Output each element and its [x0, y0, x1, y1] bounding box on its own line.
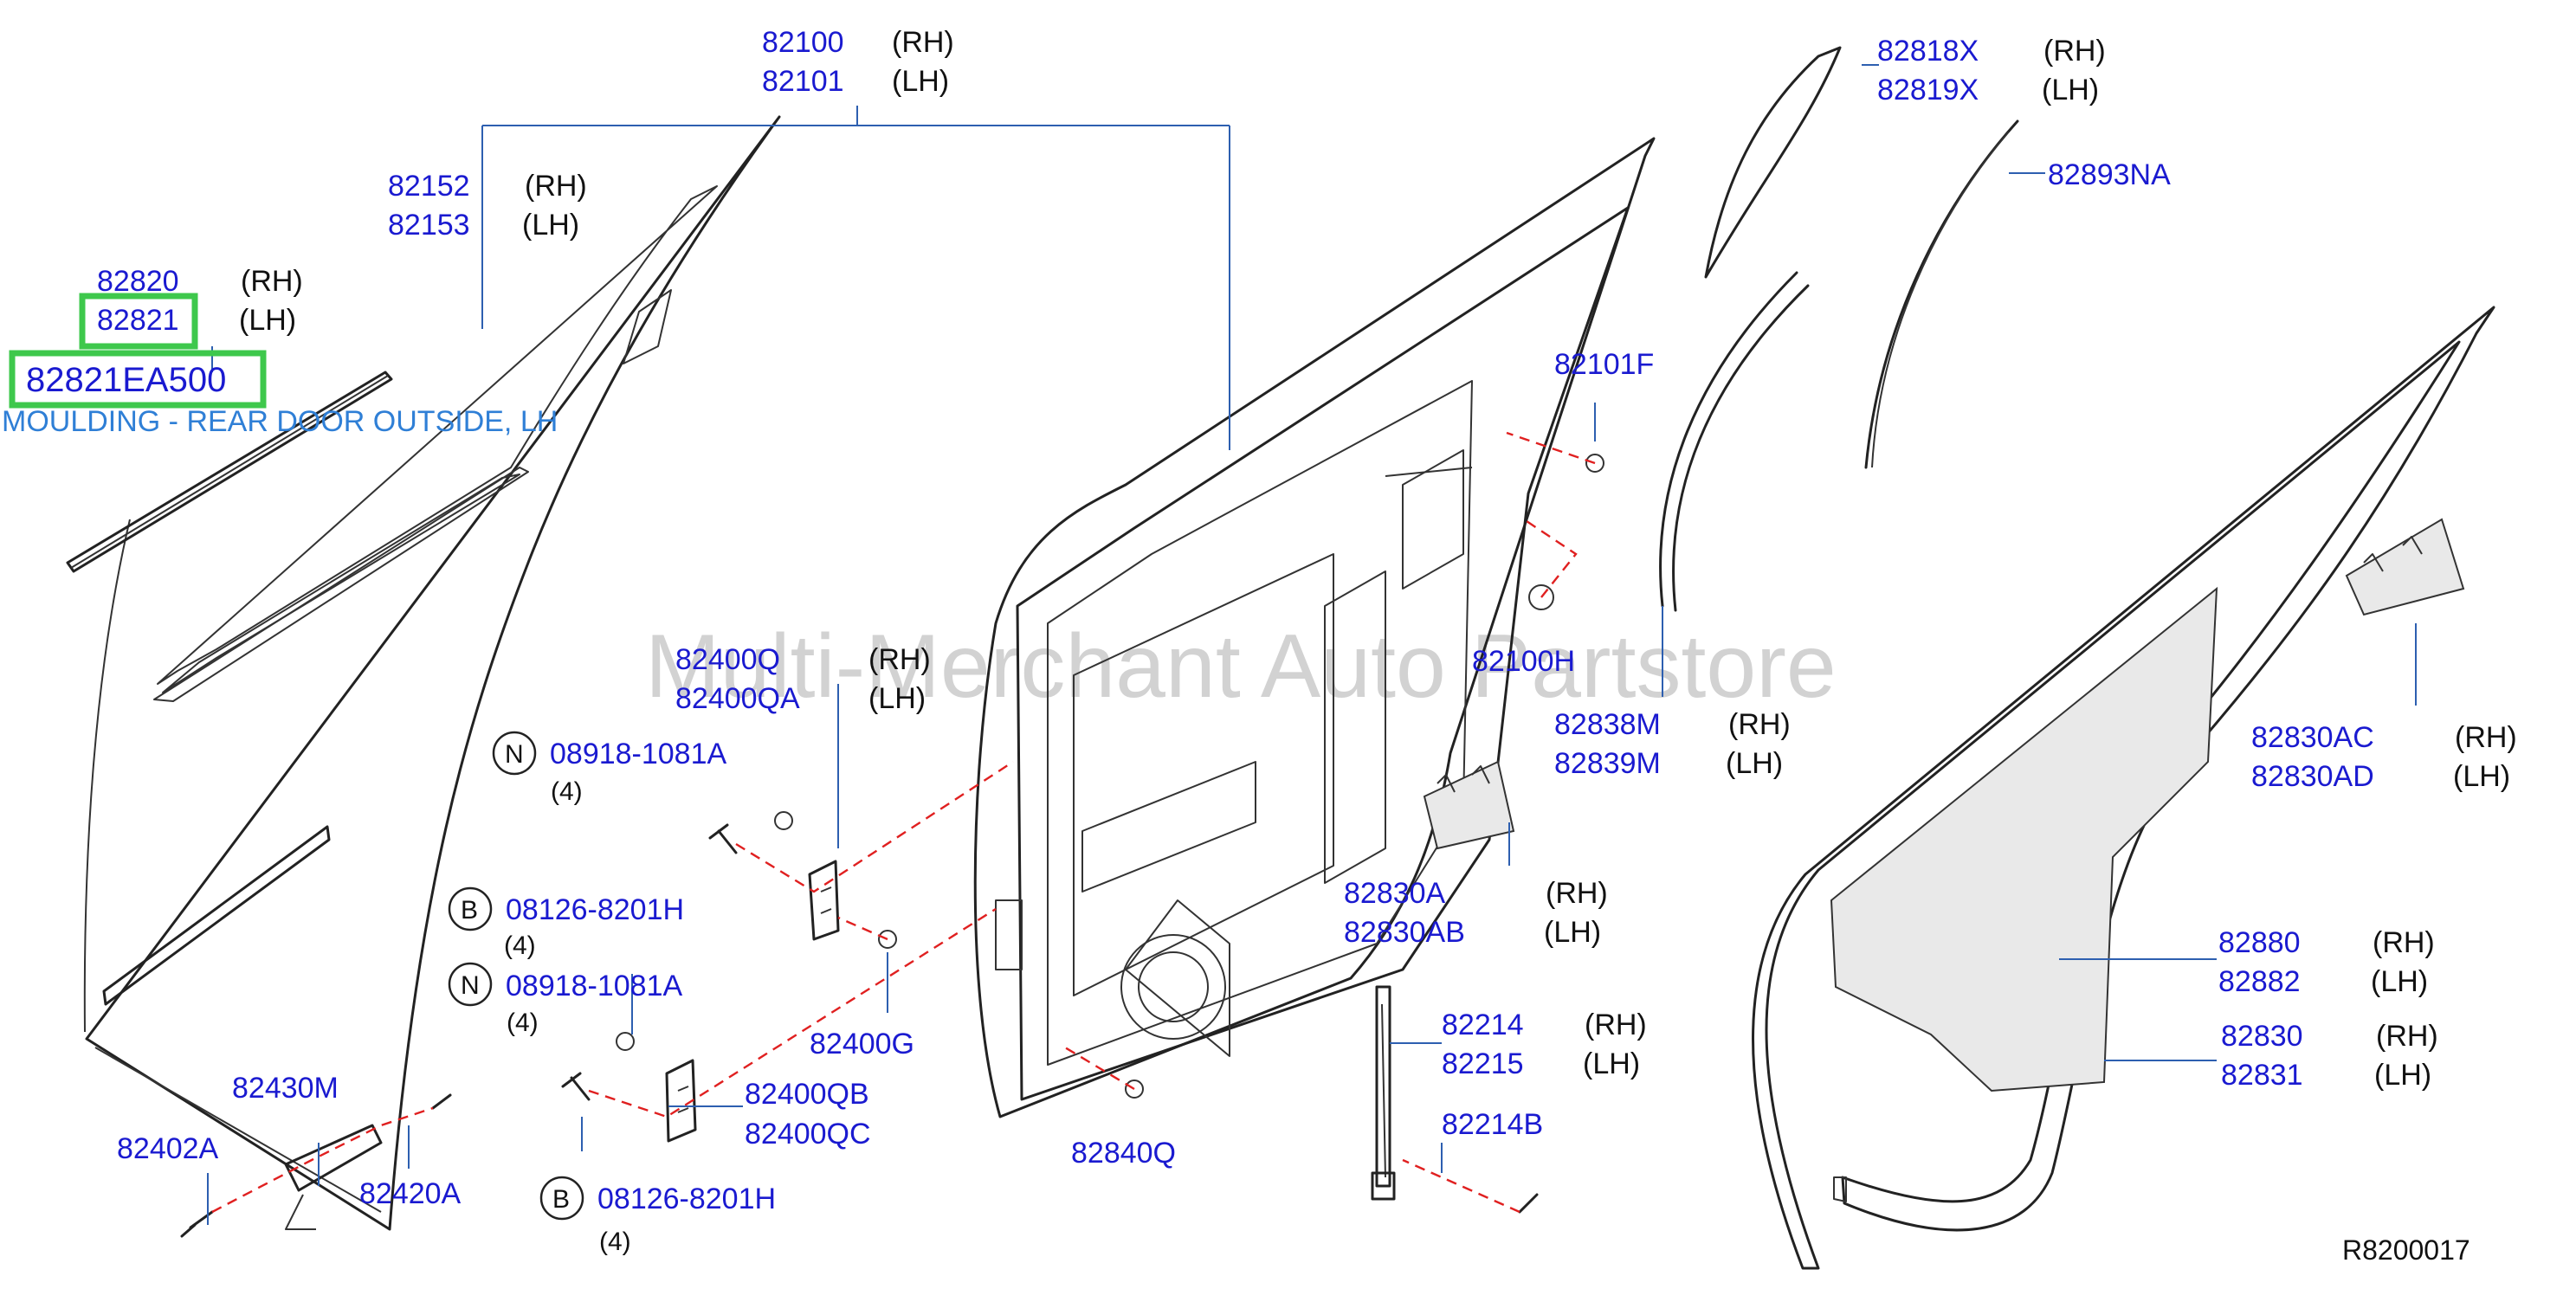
part-number-82214b[interactable]: 82214B [1442, 1108, 1543, 1141]
bracket-ac-drawing [2345, 518, 2465, 616]
badge-b-letter: B [461, 896, 478, 925]
side-lh: (LH) [1726, 747, 1783, 780]
part-number-82101[interactable]: 82101 [762, 65, 844, 98]
upper-hinge-drawing [808, 860, 840, 941]
corner-trim-drawing [1704, 46, 1842, 279]
lower-hinge-drawing [665, 1059, 697, 1143]
part-number-82831[interactable]: 82831 [2221, 1059, 2303, 1092]
side-rh: (RH) [2455, 721, 2517, 754]
part-number-82215[interactable]: 82215 [1442, 1047, 1524, 1080]
part-number-82830ac[interactable]: 82830AC [2251, 721, 2374, 754]
bolt-qty: (4) [507, 1009, 539, 1037]
side-rh: (RH) [1546, 877, 1608, 910]
inner-door-drawing [973, 137, 1656, 1118]
side-lh: (LH) [892, 65, 949, 98]
part-number-82840q[interactable]: 82840Q [1071, 1137, 1176, 1170]
side-rh: (RH) [2376, 1020, 2438, 1053]
part-number-82100[interactable]: 82100 [762, 26, 844, 59]
side-rh: (RH) [868, 643, 931, 676]
part-number-82819x[interactable]: 82819X [1877, 74, 1979, 106]
side-rh: (RH) [525, 170, 587, 203]
part-number-82821[interactable]: 82821 [97, 304, 179, 337]
bolt-08126-8201h[interactable]: 08126-8201H [597, 1183, 776, 1215]
part-number-82880[interactable]: 82880 [2218, 926, 2301, 959]
side-lh: (LH) [239, 304, 296, 337]
badge-b [539, 1176, 584, 1221]
outer-door-panel-drawing [83, 115, 781, 1231]
part-number-82839m[interactable]: 82839M [1554, 747, 1661, 780]
watermark: Multi-Merchant Auto Partstore [645, 616, 1837, 717]
bracket-a-drawing [1423, 760, 1515, 850]
bolt-08918-1081a[interactable]: 08918-1081A [506, 970, 683, 1002]
side-rh: (RH) [1728, 708, 1791, 741]
part-number-82153[interactable]: 82153 [388, 209, 470, 242]
side-lh: (LH) [868, 682, 926, 715]
part-number-82830ad[interactable]: 82830AD [2251, 760, 2374, 793]
part-number-82152[interactable]: 82152 [388, 170, 470, 203]
leader-lines [207, 64, 2417, 1225]
part-number-82882[interactable]: 82882 [2218, 965, 2301, 998]
part-number-82830ab[interactable]: 82830AB [1344, 916, 1465, 949]
badge-b [448, 886, 493, 931]
part-number-82420a[interactable]: 82420A [359, 1177, 462, 1210]
side-lh: (LH) [1583, 1047, 1640, 1080]
part-number-82400q[interactable]: 82400Q [675, 643, 780, 676]
bolt-08918-1081a[interactable]: 08918-1081A [550, 738, 727, 770]
part-number-82400g[interactable]: 82400G [810, 1028, 914, 1060]
side-lh: (LH) [2042, 74, 2099, 106]
part-number-82820[interactable]: 82820 [97, 265, 179, 298]
selected-part-description: MOULDING - REAR DOOR OUTSIDE, LH [2, 405, 558, 438]
highlight-selected-part [9, 350, 267, 409]
badge-n-letter: N [461, 971, 480, 1000]
side-rh: (RH) [241, 265, 303, 298]
part-number-82214[interactable]: 82214 [1442, 1009, 1524, 1041]
bolt-qty: (4) [551, 777, 583, 806]
part-number-82400qb[interactable]: 82400QB [745, 1078, 869, 1111]
badge-n [448, 962, 493, 1007]
part-number-82830a[interactable]: 82830A [1344, 877, 1446, 910]
part-number-82838m[interactable]: 82838M [1554, 708, 1661, 741]
part-number-82100h[interactable]: 82100H [1472, 645, 1575, 678]
side-lh: (LH) [2453, 760, 2510, 793]
badge-n-letter: N [505, 740, 524, 769]
part-number-82893na[interactable]: 82893NA [2048, 158, 2171, 191]
check-link-drawing [284, 1124, 383, 1230]
bolt-08126-8201h[interactable]: 08126-8201H [506, 893, 684, 926]
bolts-drawing [180, 454, 1604, 1238]
dashed-leaders [211, 431, 1596, 1214]
bolt-qty: (4) [504, 931, 536, 960]
side-rh: (RH) [892, 26, 954, 59]
badge-n [492, 731, 537, 776]
side-lh: (LH) [1544, 916, 1601, 949]
side-rh: (RH) [2043, 35, 2106, 68]
diagram-reference: R8200017 [2342, 1234, 2470, 1266]
badge-b-letter: B [552, 1185, 570, 1214]
part-number-82430m[interactable]: 82430M [232, 1072, 339, 1105]
part-number-82818x[interactable]: 82818X [1877, 35, 1979, 68]
part-number-82830[interactable]: 82830 [2221, 1020, 2303, 1053]
weatherstrip-drawing [1752, 306, 2495, 1270]
part-number-82101f[interactable]: 82101F [1554, 348, 1654, 381]
channel-drawing [1371, 985, 1396, 1201]
side-rh: (RH) [2373, 926, 2435, 959]
sealer-screen-drawing [1830, 586, 2218, 1092]
side-lh: (LH) [2371, 965, 2428, 998]
side-lh: (LH) [2374, 1059, 2431, 1092]
part-number-82402a[interactable]: 82402A [117, 1132, 219, 1165]
side-rh: (RH) [1585, 1009, 1647, 1041]
side-lh: (LH) [522, 209, 579, 242]
selected-part-number[interactable]: 82821EA500 [26, 361, 226, 399]
highlight-82821 [79, 293, 198, 350]
part-number-82400qc[interactable]: 82400QC [745, 1118, 871, 1150]
glass-run-drawing [1659, 271, 1810, 612]
bolt-qty: (4) [599, 1228, 631, 1256]
part-number-82400qa[interactable]: 82400QA [675, 682, 800, 715]
outside-moulding-drawing [66, 371, 393, 573]
seal-strip-drawing [1864, 119, 2019, 469]
